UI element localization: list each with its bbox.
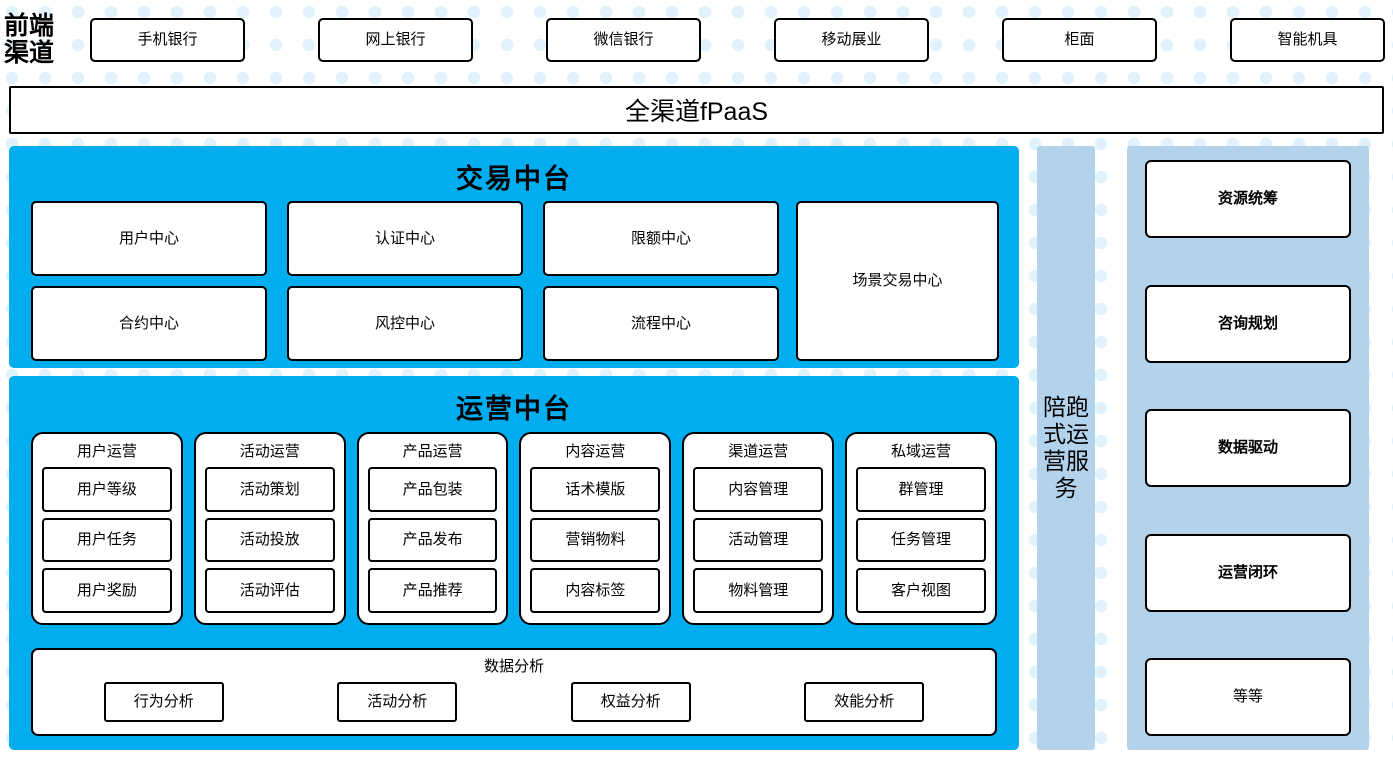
- operations-item[interactable]: 活动管理: [693, 517, 824, 563]
- operations-item[interactable]: 活动评估: [204, 568, 335, 614]
- omni-channel-fpaas-banner: 全渠道fPaaS: [9, 86, 1384, 134]
- capability-item-consulting[interactable]: 咨询规划: [1145, 284, 1351, 363]
- operations-group-title: 渠道运营: [728, 443, 789, 460]
- operations-group-items: 产品包装 产品发布 产品推荐: [367, 467, 498, 614]
- operations-group-user: 用户运营 用户等级 用户任务 用户奖励: [31, 432, 183, 625]
- channel-item-mobile-business[interactable]: 移动展业: [774, 18, 929, 62]
- transaction-platform-panel: 交易中台 用户中心 认证中心 限额中心 合约中心 风控中心 流程中心 场景交易中…: [9, 146, 1019, 368]
- operations-group-channel: 渠道运营 内容管理 活动管理 物料管理: [682, 432, 835, 625]
- channel-label-line-1: 前端: [4, 13, 55, 40]
- transaction-center-contract[interactable]: 合约中心: [31, 286, 267, 361]
- operations-item[interactable]: 群管理: [856, 467, 986, 512]
- operations-group-content: 内容运营 话术模版 营销物料 内容标签: [519, 432, 672, 625]
- operations-group-title: 私域运营: [891, 443, 952, 460]
- operations-group-items: 群管理 任务管理 客户视图: [856, 467, 986, 614]
- channel-item-wechat-bank[interactable]: 微信银行: [546, 18, 701, 62]
- data-analysis-item-behavior[interactable]: 行为分析: [103, 682, 224, 722]
- operations-item[interactable]: 用户等级: [42, 467, 172, 512]
- accompanying-operation-service-bar: 陪跑式运营服务: [1037, 146, 1095, 750]
- operations-group-title: 内容运营: [565, 443, 626, 460]
- operations-group-product: 产品运营 产品包装 产品发布 产品推荐: [356, 432, 509, 625]
- operations-item[interactable]: 内容管理: [693, 467, 824, 512]
- channel-item-mobile-bank[interactable]: 手机银行: [90, 18, 245, 62]
- transaction-center-user[interactable]: 用户中心: [31, 201, 267, 276]
- operations-item[interactable]: 内容标签: [530, 568, 661, 614]
- front-end-channel-row: 前端 渠道 手机银行 网上银行 微信银行 移动展业 柜面 智能机具: [0, 0, 1393, 80]
- channel-item-counter[interactable]: 柜面: [1002, 18, 1157, 62]
- operations-item[interactable]: 话术模版: [530, 467, 661, 512]
- operations-platform-title: 运营中台: [456, 394, 572, 424]
- transaction-center-scene[interactable]: 场景交易中心: [796, 201, 999, 361]
- capability-item-data-driven[interactable]: 数据驱动: [1145, 409, 1351, 487]
- channel-item-smart-machine[interactable]: 智能机具: [1230, 18, 1385, 62]
- operations-item[interactable]: 客户视图: [856, 568, 986, 614]
- transaction-center-grid: 用户中心 认证中心 限额中心 合约中心 风控中心 流程中心: [31, 201, 779, 361]
- operations-group-items: 用户等级 用户任务 用户奖励: [42, 467, 172, 614]
- data-analysis-title: 数据分析: [483, 658, 544, 675]
- data-analysis-section: 数据分析 行为分析 活动分析 权益分析 效能分析: [31, 648, 997, 736]
- transaction-platform-content: 用户中心 认证中心 限额中心 合约中心 风控中心 流程中心 场景交易中心: [9, 201, 1019, 361]
- operations-item[interactable]: 产品发布: [367, 517, 498, 563]
- operations-item[interactable]: 任务管理: [856, 517, 986, 563]
- operations-item[interactable]: 用户奖励: [42, 568, 172, 614]
- operations-item[interactable]: 活动投放: [204, 517, 335, 563]
- operations-item[interactable]: 用户任务: [42, 517, 172, 563]
- operations-group-campaign: 活动运营 活动策划 活动投放 活动评估: [193, 432, 346, 625]
- data-analysis-item-benefit[interactable]: 权益分析: [570, 682, 691, 722]
- operations-group-title: 用户运营: [76, 443, 137, 460]
- operations-item[interactable]: 产品推荐: [367, 568, 498, 614]
- transaction-platform-title: 交易中台: [456, 164, 572, 194]
- channel-label-line-2: 渠道: [4, 40, 55, 67]
- data-analysis-item-campaign[interactable]: 活动分析: [337, 682, 458, 722]
- capability-item-resource[interactable]: 资源统筹: [1145, 160, 1351, 238]
- capability-item-closed-loop[interactable]: 运营闭环: [1145, 533, 1351, 612]
- transaction-center-risk[interactable]: 风控中心: [287, 286, 523, 361]
- operations-group-items: 话术模版 营销物料 内容标签: [530, 467, 661, 614]
- operations-item[interactable]: 物料管理: [693, 568, 824, 614]
- operations-group-items: 内容管理 活动管理 物料管理: [693, 467, 824, 614]
- channel-box-list: 手机银行 网上银行 微信银行 移动展业 柜面 智能机具: [90, 18, 1393, 62]
- data-analysis-item-efficiency[interactable]: 效能分析: [804, 682, 925, 722]
- platform-stack: 交易中台 用户中心 认证中心 限额中心 合约中心 风控中心 流程中心 场景交易中…: [9, 146, 1019, 750]
- capability-item-etc[interactable]: 等等: [1145, 658, 1351, 736]
- operations-group-items: 活动策划 活动投放 活动评估: [204, 467, 335, 614]
- transaction-center-process[interactable]: 流程中心: [543, 286, 779, 361]
- transaction-center-limit[interactable]: 限额中心: [543, 201, 779, 276]
- service-bar-label: 陪跑式运营服务: [1043, 393, 1089, 502]
- operations-item[interactable]: 产品包装: [367, 467, 498, 512]
- channel-item-online-bank[interactable]: 网上银行: [318, 18, 473, 62]
- operations-group-columns: 用户运营 用户等级 用户任务 用户奖励 活动运营 活动策划 活动投放 活动评估: [9, 432, 1019, 625]
- operations-group-private-domain: 私域运营 群管理 任务管理 客户视图: [845, 432, 997, 625]
- transaction-center-auth[interactable]: 认证中心: [287, 201, 523, 276]
- data-analysis-items: 行为分析 活动分析 权益分析 效能分析: [47, 680, 981, 724]
- operations-group-title: 产品运营: [402, 443, 463, 460]
- operations-item[interactable]: 活动策划: [204, 467, 335, 512]
- main-architecture-area: 交易中台 用户中心 认证中心 限额中心 合约中心 风控中心 流程中心 场景交易中…: [9, 146, 1384, 750]
- operations-platform-panel: 运营中台 用户运营 用户等级 用户任务 用户奖励 活动运营 活动策划 活动投放: [9, 376, 1019, 750]
- operations-group-title: 活动运营: [239, 443, 300, 460]
- front-end-channel-label: 前端 渠道: [0, 13, 90, 67]
- operations-item[interactable]: 营销物料: [530, 517, 661, 563]
- capability-panel: 资源统筹 咨询规划 数据驱动 运营闭环 等等: [1127, 146, 1369, 750]
